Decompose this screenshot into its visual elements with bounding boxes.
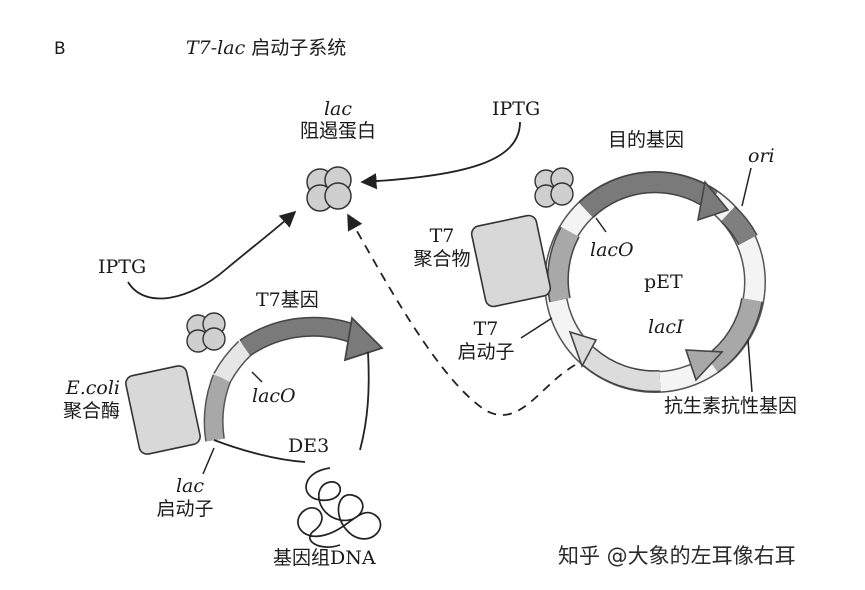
- repressor-name-label: 阻遏蛋白: [299, 120, 376, 142]
- plasmid-laco-label: lacO: [590, 239, 634, 261]
- iptg-left-arrow: [127, 210, 297, 300]
- panel-letter: B: [54, 39, 66, 59]
- host-laco-label: lacO: [252, 385, 296, 407]
- repressor-lac-label: lac: [323, 98, 353, 120]
- iptg-top-label: IPTG: [492, 98, 541, 120]
- pet-plasmid: [544, 171, 766, 393]
- t7-polymerase-line2: 聚合物: [413, 248, 471, 270]
- host-chromosome: [203, 316, 384, 463]
- lac-promoter-label: 启动子: [156, 498, 214, 520]
- ecoli-polymerase-block: [125, 365, 201, 455]
- lac-repressor-cluster: [306, 166, 352, 212]
- repressor-on-host: [186, 312, 226, 353]
- target-gene-label: 目的基因: [608, 129, 685, 151]
- t7-promoter-line1: T7: [473, 318, 499, 340]
- t7-polymerase-block: [470, 214, 552, 308]
- panel-title-italic: T7-lac: [186, 37, 246, 59]
- t7-gene-arrowhead: [343, 316, 384, 362]
- panel-title: T7-lac 启动子系统: [186, 37, 347, 60]
- t7-polymerase-line1: T7: [429, 225, 455, 247]
- lacI-label: lacI: [648, 316, 684, 338]
- t7-gene-label: T7基因: [256, 289, 319, 311]
- panel-title-rest: 启动子系统: [245, 37, 347, 59]
- antibiotic-resistance-label: 抗生素抗性基因: [664, 395, 798, 417]
- pet-label: pET: [644, 271, 683, 293]
- iptg-top-arrow: [360, 121, 521, 190]
- genomic-dna-squiggle: [297, 467, 382, 548]
- watermark: 知乎 @大象的左耳像右耳: [558, 544, 796, 568]
- lac-promoter-italic-label: lac: [175, 475, 205, 497]
- ecoli-label: E.coli: [65, 377, 120, 399]
- ori-label: ori: [748, 145, 775, 167]
- t7-promoter-line2: 启动子: [457, 341, 515, 363]
- de3-label: DE3: [288, 435, 330, 457]
- iptg-left-label: IPTG: [98, 256, 147, 278]
- lacI-expression-dashed-arrow: [347, 213, 576, 416]
- genomic-dna-label: 基因组DNA: [273, 547, 376, 569]
- repressor-on-plasmid: [534, 167, 574, 208]
- ecoli-polymerase-label: 聚合酶: [62, 400, 120, 422]
